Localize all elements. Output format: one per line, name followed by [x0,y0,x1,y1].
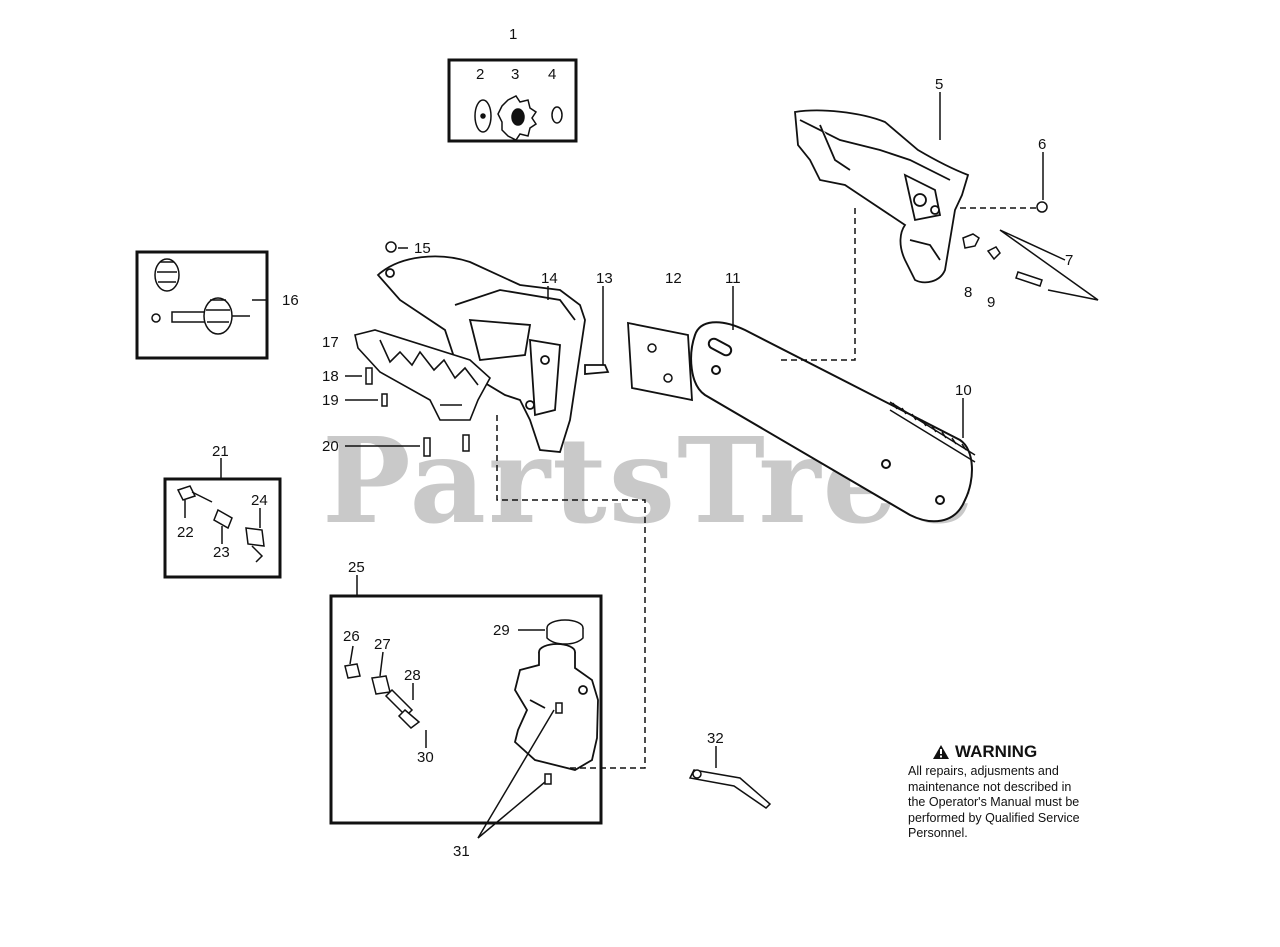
warning-notice: WARNING All repairs, adjusments and main… [908,742,1118,842]
callout-8: 8 [964,284,972,301]
warning-line: maintenance not described in [908,779,1072,794]
callout-12: 12 [665,270,682,287]
callout-7: 7 [1065,252,1073,269]
warning-title: WARNING [955,742,1038,761]
plate-12 [627,321,693,402]
callout-17: 17 [322,334,339,351]
warning-text: All repairs, adjusments and maintenance … [908,764,1118,842]
callout-32: 32 [707,730,724,747]
callout-11: 11 [725,270,741,287]
callout-16: 16 [282,292,299,309]
callout-1: 1 [509,26,517,43]
callout-29: 29 [493,622,510,639]
housing-14 [376,255,610,453]
callout-27: 27 [374,636,391,653]
oil-cap-29 [546,619,584,645]
callout-24: 24 [251,492,268,509]
leader-lines [184,92,1099,839]
inset-box-21 [163,477,282,579]
warning-heading: WARNING [908,742,1118,762]
screws-31 [544,702,563,785]
callout-25: 25 [348,559,365,576]
guard-cover-5 [794,109,970,284]
callout-15: 15 [414,240,431,257]
callout-23: 23 [213,544,230,561]
callout-28: 28 [404,667,421,684]
inset-box-25 [329,594,603,825]
guide-bar-11 [690,321,973,523]
screw-7 [1015,271,1043,287]
callout-labels: 1 2 3 4 5 6 7 8 9 10 11 12 13 14 15 16 1… [177,26,1073,860]
callout-26: 26 [343,628,360,645]
tool-32 [688,769,772,809]
callout-20: 20 [322,438,339,455]
warning-line: Personnel. [908,826,968,840]
callout-21: 21 [212,443,229,460]
washer-9 [986,246,1001,261]
warning-line: performed by Qualified Service [908,810,1080,825]
callout-31: 31 [453,843,470,860]
base-17 [354,329,492,421]
chain-10 [889,401,976,463]
callout-5: 5 [935,76,943,93]
callout-14: 14 [541,270,558,287]
part-8 [962,233,980,249]
plate-12-hole [663,373,673,383]
callout-2: 2 [476,66,484,83]
warning-line: All repairs, adjusments and [908,764,1059,778]
plate-12-hole [647,343,657,353]
inset-box-16 [135,250,269,360]
gear-parts-16 [151,258,250,335]
callout-3: 3 [511,66,519,83]
callout-6: 6 [1038,136,1046,153]
nut-15 [385,241,397,253]
warning-triangle-icon [933,745,949,759]
callout-22: 22 [177,524,194,541]
callout-18: 18 [322,368,339,385]
oil-pump-parts-21 [176,485,265,563]
dashed-connectors [496,207,1040,769]
callout-13: 13 [596,270,613,287]
callout-9: 9 [987,294,995,311]
callout-10: 10 [955,382,972,399]
callout-4: 4 [548,66,556,83]
sprocket-parts [474,95,563,141]
nut-6 [1036,201,1048,213]
screws-18-19-20 [365,367,470,457]
callout-19: 19 [322,392,339,409]
parts-26-27-28 [344,663,421,729]
callout-30: 30 [417,749,434,766]
warning-line: the Operator's Manual must be [908,795,1080,809]
inset-box-1 [447,58,578,143]
